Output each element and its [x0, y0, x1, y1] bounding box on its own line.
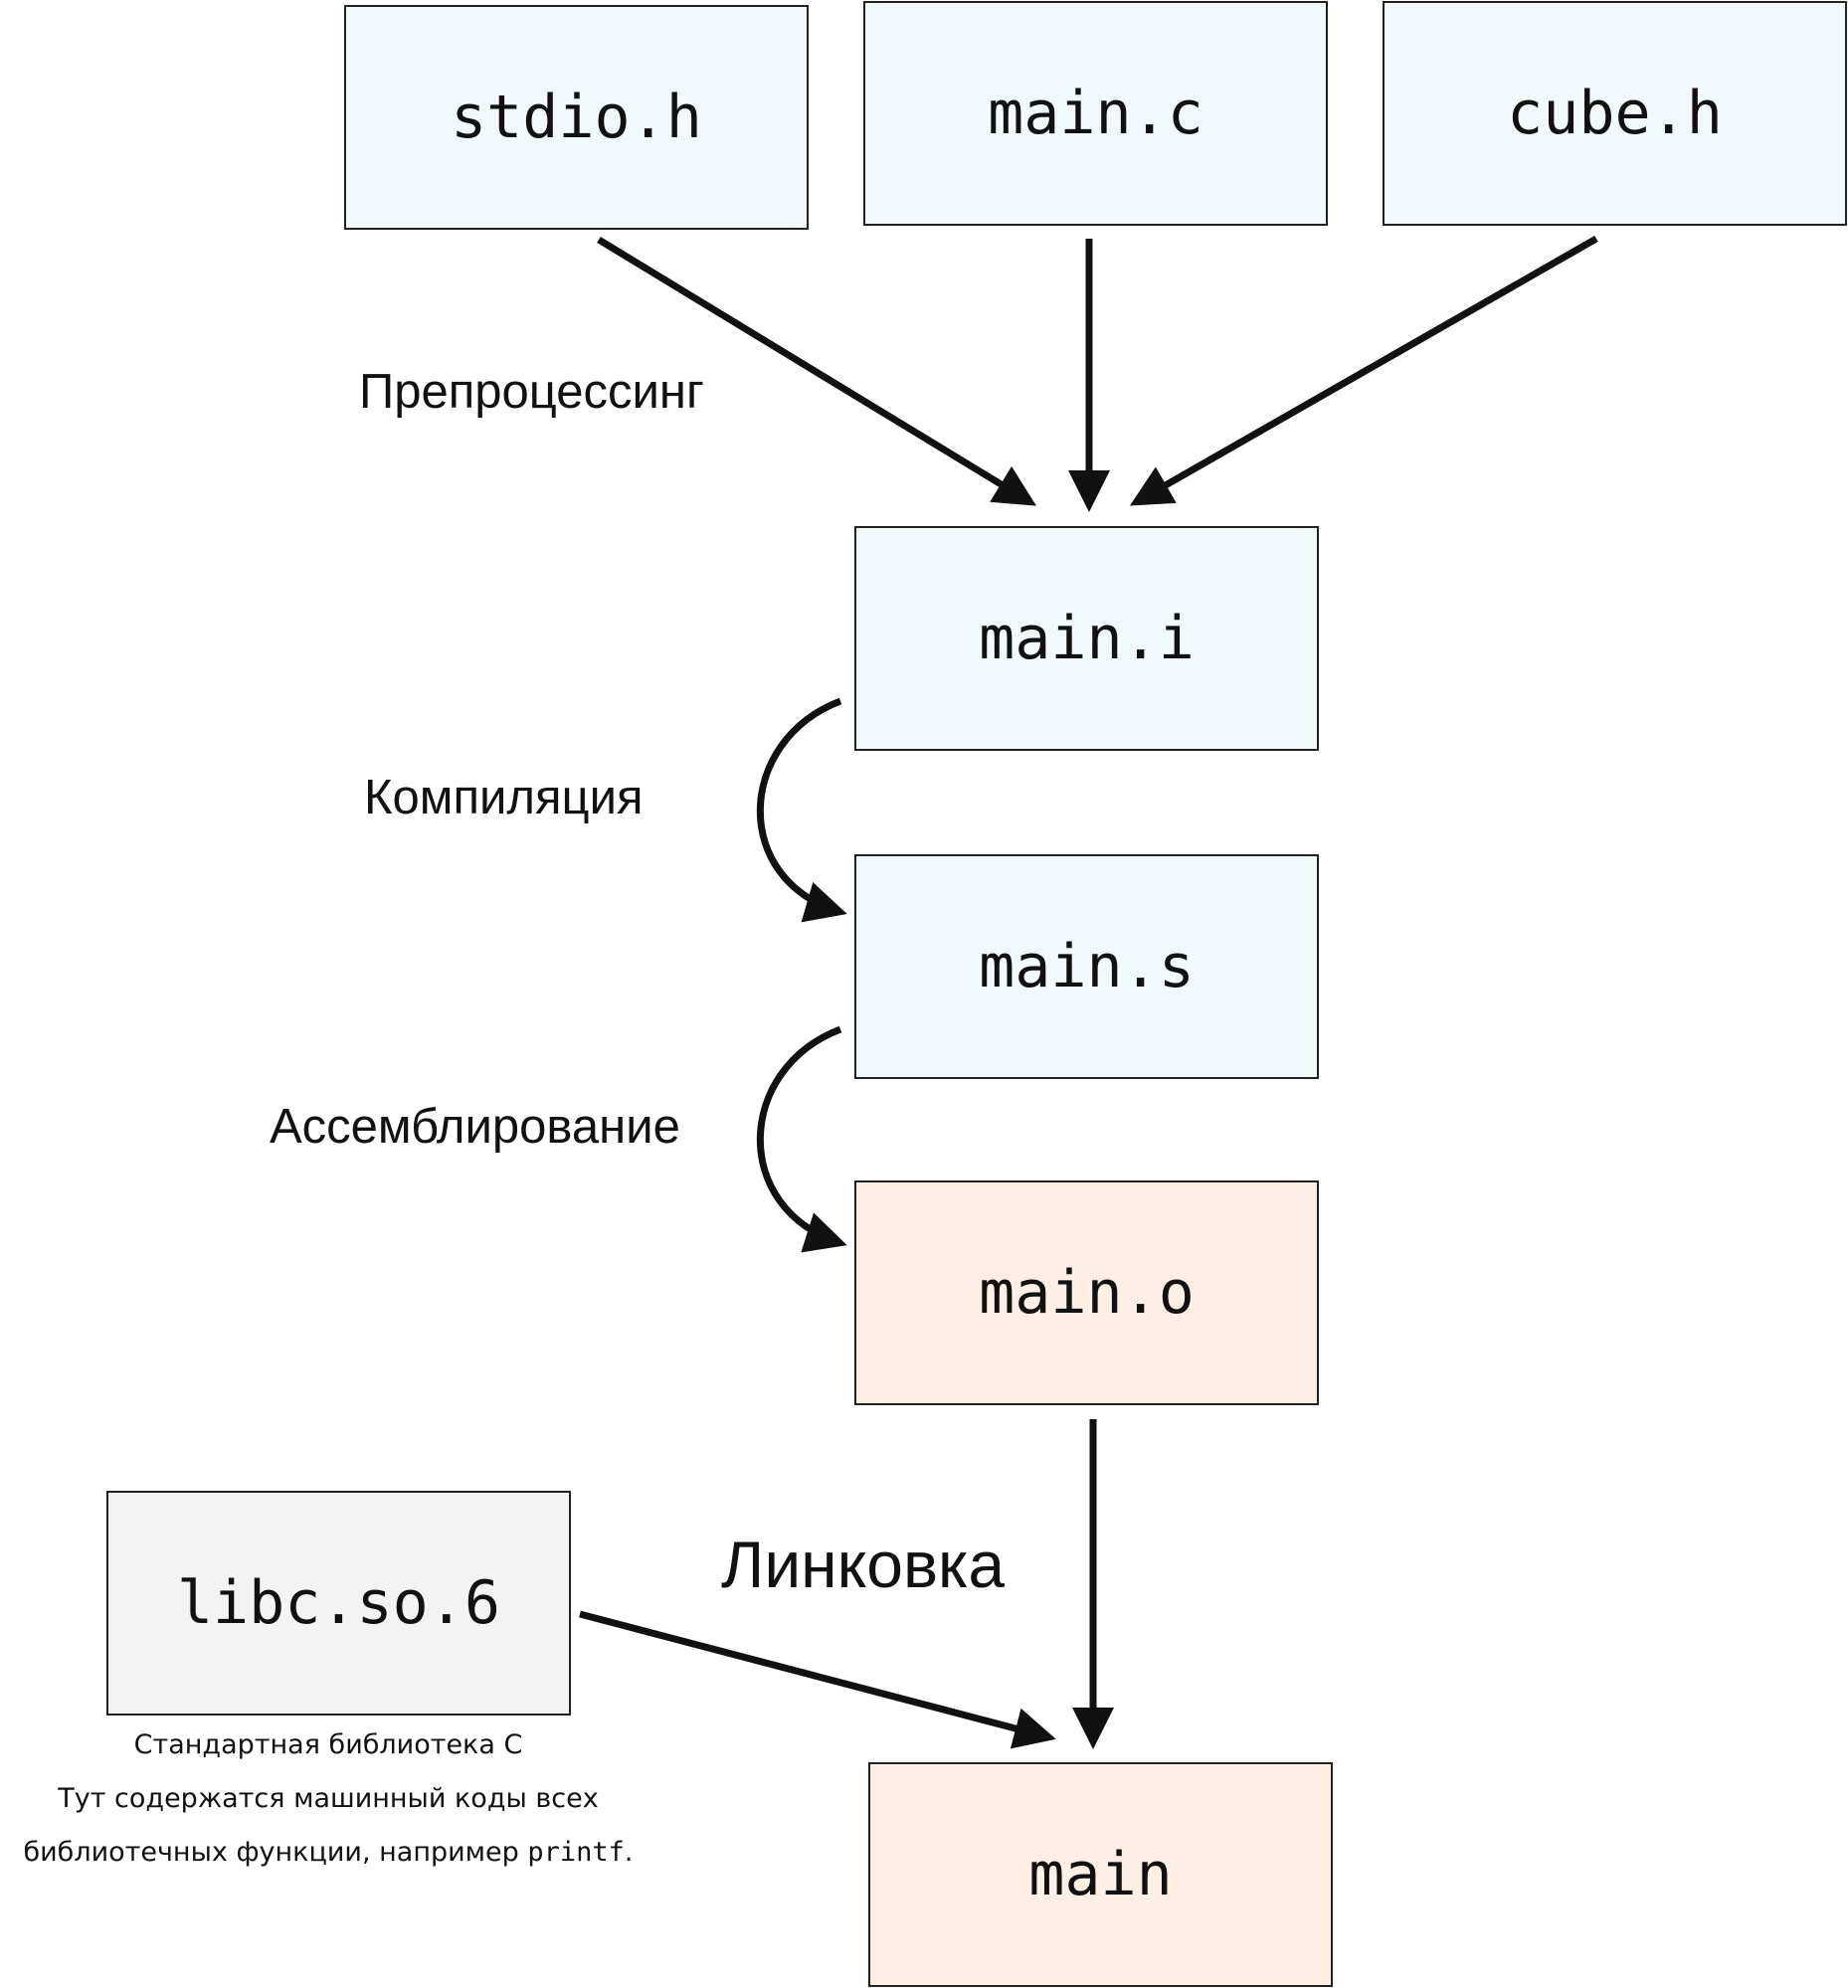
file-cube-h: cube.h — [1383, 1, 1847, 226]
arrow-stdio-to-main-i — [597, 237, 1036, 506]
file-main-i: main.i — [854, 526, 1319, 751]
file-main-o: main.o — [854, 1180, 1319, 1405]
file-main: main — [868, 1762, 1333, 1987]
libc-description-line3-text: библиотечных функции, например — [23, 1837, 528, 1868]
arrow-main-i-to-main-s — [756, 697, 847, 923]
step-assembly-label: Ассемблирование — [270, 1100, 680, 1154]
libc-description: Стандартная библиотека C Тут содержатся … — [0, 1718, 656, 1880]
file-libc: libc.so.6 — [106, 1491, 571, 1716]
file-main-s: main.s — [854, 854, 1319, 1079]
file-stdio-h: stdio.h — [344, 5, 809, 230]
arrow-libc-to-main — [579, 1610, 1056, 1749]
libc-description-period: . — [624, 1837, 634, 1868]
arrow-main-s-to-main-o — [756, 1025, 847, 1253]
printf-code: printf — [527, 1837, 625, 1868]
libc-description-line1: Стандартная библиотека C — [133, 1729, 523, 1760]
libc-description-line2: Тут содержатся машинный коды всех — [58, 1783, 599, 1814]
step-compilation-label: Компиляция — [364, 771, 644, 824]
file-main-c: main.c — [863, 1, 1328, 226]
arrow-cube-to-main-i — [1129, 235, 1598, 506]
libc-description-line3: библиотечных функции, например printf. — [0, 1826, 656, 1880]
step-preprocessing-label: Препроцессинг — [359, 365, 704, 419]
step-linking-label: Линковка — [721, 1528, 1006, 1601]
